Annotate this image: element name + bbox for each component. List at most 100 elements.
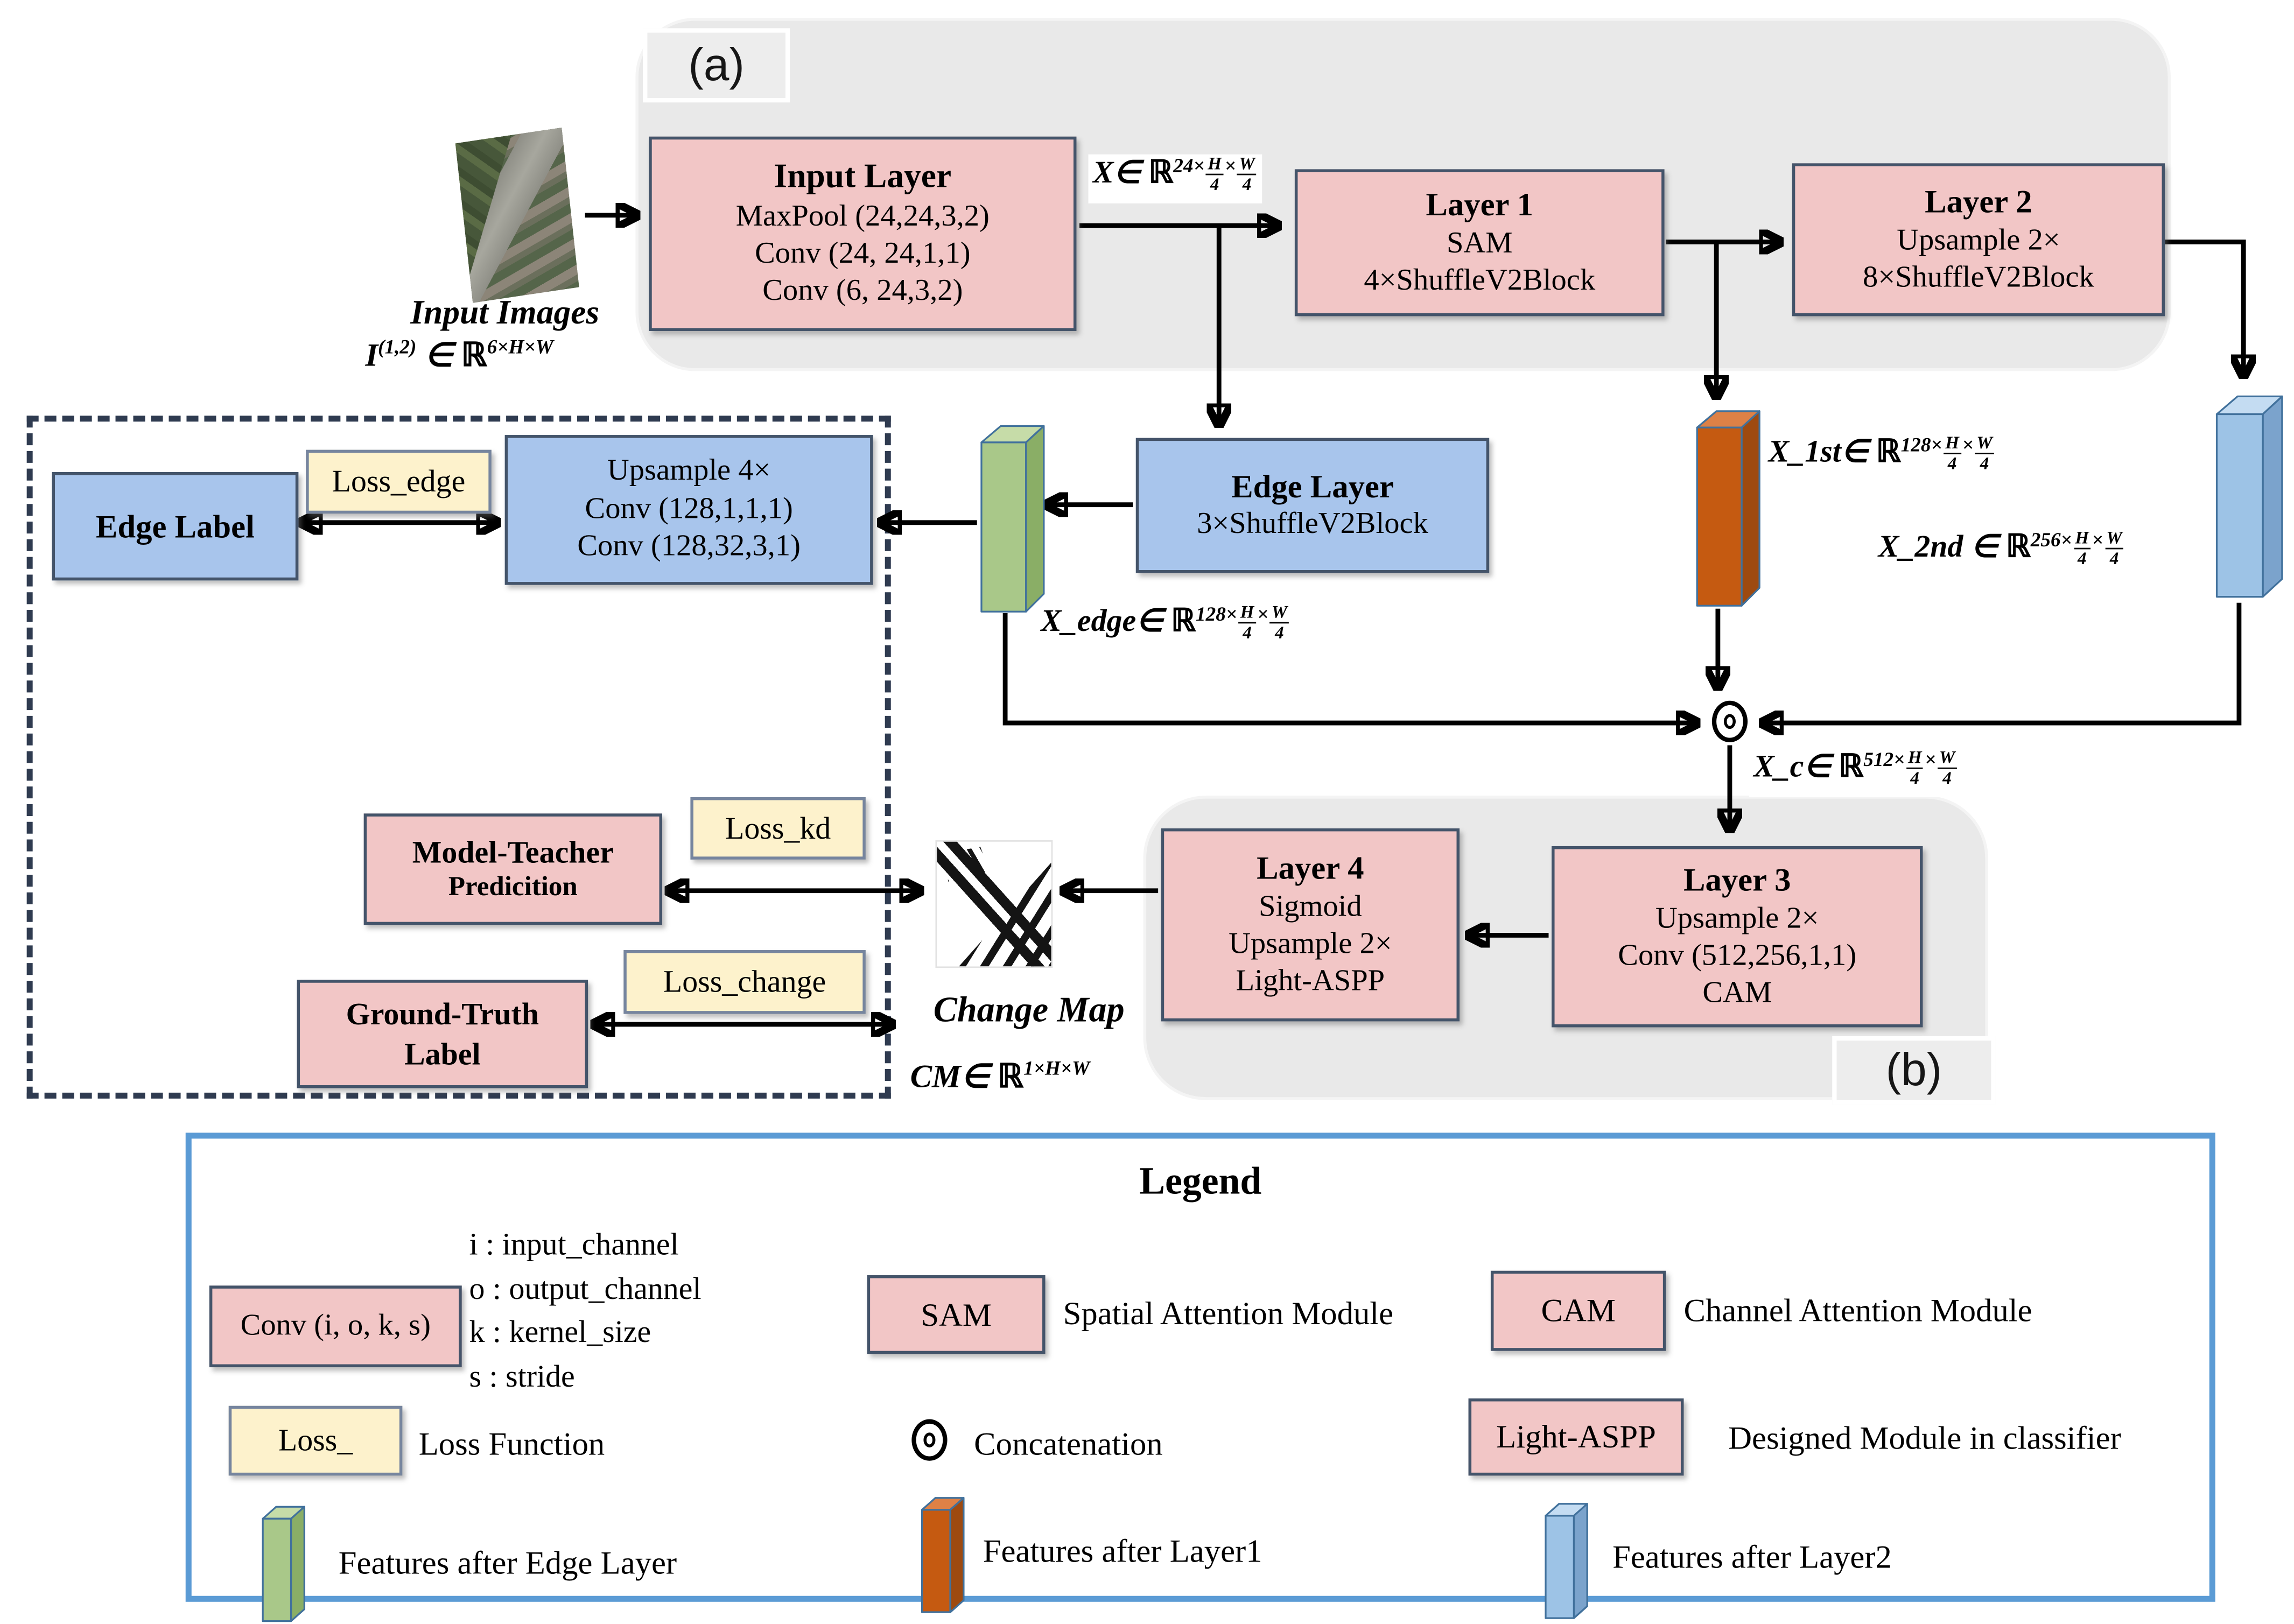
cm-lead: CM∈	[910, 1057, 998, 1095]
legend-conv-label: Conv (i, o, k, s)	[240, 1309, 431, 1342]
layer1-line: 4×ShuffleV2Block	[1364, 264, 1596, 297]
concatenation-icon	[1711, 700, 1748, 742]
frac-num: H	[1206, 154, 1223, 175]
legend-concat-icon	[911, 1419, 948, 1461]
frac-den: 4	[1275, 621, 1284, 643]
frac-num: W	[1237, 154, 1257, 175]
edge-decoder-line: Upsample 4×	[607, 454, 771, 488]
ii-sup2: 6×H×W	[487, 335, 553, 358]
ground-truth-subtitle: Label	[404, 1035, 481, 1071]
t1-set: ℝ	[1876, 433, 1901, 469]
layer4-line: Upsample 2×	[1229, 927, 1392, 961]
layer2-line: 8×ShuffleV2Block	[1863, 261, 2094, 294]
section-a-chip: (a)	[643, 28, 790, 103]
section-b-label: (b)	[1885, 1043, 1942, 1096]
frac-den: 4	[2077, 547, 2087, 568]
layer2-title: Layer 2	[1925, 183, 2032, 221]
legend-sam-desc: Spatial Attention Module	[1063, 1294, 1394, 1332]
legend-conv-box: Conv (i, o, k, s)	[209, 1285, 462, 1368]
cm-set: ℝ	[998, 1057, 1024, 1095]
input-images-tensor-label: I(1,2) ∈ ℝ6×H×W	[361, 335, 558, 375]
legend-sam-label: SAM	[921, 1296, 992, 1333]
tc-lead: X_c∈	[1753, 748, 1839, 784]
te-lead: X_edge∈	[1041, 602, 1171, 638]
slab-front-face	[1696, 426, 1743, 607]
edge-layer-title: Edge Layer	[1231, 468, 1394, 505]
frac-den: 4	[2109, 547, 2119, 568]
t2-sup-prefix: 256×	[2030, 528, 2072, 551]
input-layer-line: Conv (6, 24,3,2)	[762, 275, 963, 308]
frac-den: 4	[1947, 452, 1957, 473]
model-teacher-title: Model-Teacher	[412, 834, 614, 870]
change-map-image	[935, 840, 1053, 968]
ii-mid: ∈	[416, 336, 461, 374]
legend-note-kernel: k : kernel_size	[469, 1313, 651, 1349]
edge-decoder-box: Upsample 4× Conv (128,1,1,1) Conv (128,3…	[504, 435, 873, 585]
slab-side-face	[1025, 425, 1045, 613]
loss-edge-label: Loss_edge	[332, 463, 466, 500]
times-sep: ×	[1257, 602, 1269, 625]
t2-set: ℝ	[2005, 528, 2031, 565]
x-2nd-feature-slab	[2215, 395, 2283, 598]
legend-cam-box: CAM	[1490, 1270, 1666, 1351]
legend-title: Legend	[1139, 1159, 1262, 1203]
legend-loss-label: Loss_	[278, 1423, 353, 1459]
input-images-caption: Input Images	[410, 294, 600, 332]
slab-side-face	[949, 1497, 965, 1613]
wire-x2nd-to-concat	[1764, 602, 2242, 723]
slab-side-face	[2262, 395, 2283, 598]
layer2-box: Layer 2 Upsample 2× 8×ShuffleV2Block	[1792, 163, 2165, 317]
layer1-title: Layer 1	[1426, 186, 1533, 223]
frac-den: 4	[1210, 173, 1219, 194]
ii-sup1: (1,2)	[378, 335, 417, 358]
frac-num: W	[1975, 433, 1994, 454]
input-layer-title: Input Layer	[774, 157, 952, 195]
frac-num: H	[1944, 433, 1961, 454]
slab-side-face	[1573, 1503, 1588, 1619]
frac-den: 4	[1942, 767, 1952, 788]
frac-num: W	[2104, 528, 2124, 549]
frac-num: H	[2073, 528, 2090, 549]
loss-kd-box: Loss_kd	[690, 797, 866, 860]
tensor-cm-label: CM∈ ℝ1×H×W	[906, 1057, 1094, 1096]
ii-set: ℝ	[461, 336, 487, 374]
loss-edge-box: Loss_edge	[306, 449, 492, 514]
times-sep: ×	[1925, 748, 1937, 771]
slab-front-face	[2215, 413, 2264, 598]
layer4-box: Layer 4 Sigmoid Upsample 2× Light-ASPP	[1161, 828, 1460, 1022]
legend-concat-desc: Concatenation	[974, 1425, 1163, 1463]
legend-loss-desc: Loss Function	[418, 1425, 605, 1463]
section-b-chip: (b)	[1832, 1036, 1996, 1105]
legend-aspp-label: Light-ASPP	[1496, 1418, 1656, 1456]
layer2-line: Upsample 2×	[1897, 223, 2060, 257]
legend-feat-layer2-desc: Features after Layer2	[1612, 1538, 1892, 1576]
layer3-line: Upsample 2×	[1655, 902, 1819, 935]
legend-note-stride: s : stride	[469, 1358, 575, 1394]
layer4-title: Layer 4	[1257, 849, 1364, 887]
arrow-layer2-to-x2nd	[2165, 240, 2243, 374]
x-edge-feature-slab	[980, 425, 1045, 613]
input-layer-line: MaxPool (24,24,3,2)	[735, 200, 990, 233]
frac-den: 4	[1910, 767, 1919, 788]
section-a-label: (a)	[688, 38, 745, 91]
loss-change-box: Loss_change	[623, 950, 866, 1014]
edge-layer-box: Edge Layer 3×ShuffleV2Block	[1135, 438, 1490, 573]
times-sep: ×	[1224, 154, 1236, 177]
